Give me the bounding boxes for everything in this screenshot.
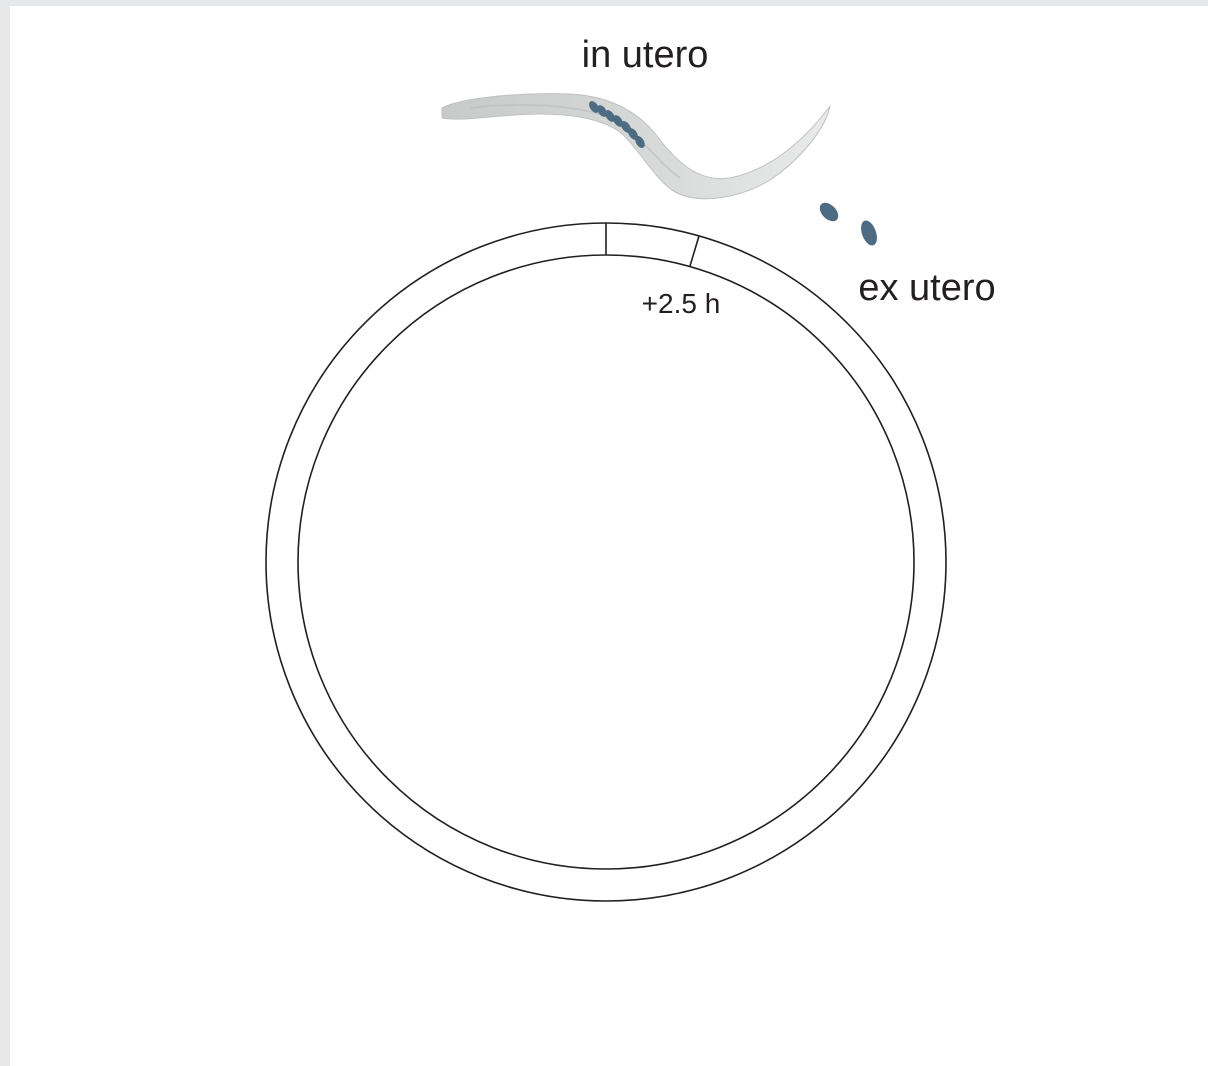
ex-utero-label: ex utero (858, 267, 995, 309)
worm-illustration (442, 94, 830, 199)
ring-outer (266, 223, 946, 901)
segment-time-label: +2.5 h (642, 288, 721, 319)
embryos-ex-utero (816, 199, 880, 247)
embryo-icon (858, 218, 880, 247)
segment-end-tick (690, 236, 699, 266)
cycle-ring (266, 223, 946, 901)
embryo-icon (816, 199, 841, 224)
worm-body (442, 94, 830, 199)
ring-inner (298, 255, 914, 869)
in-utero-label: in utero (582, 34, 709, 76)
